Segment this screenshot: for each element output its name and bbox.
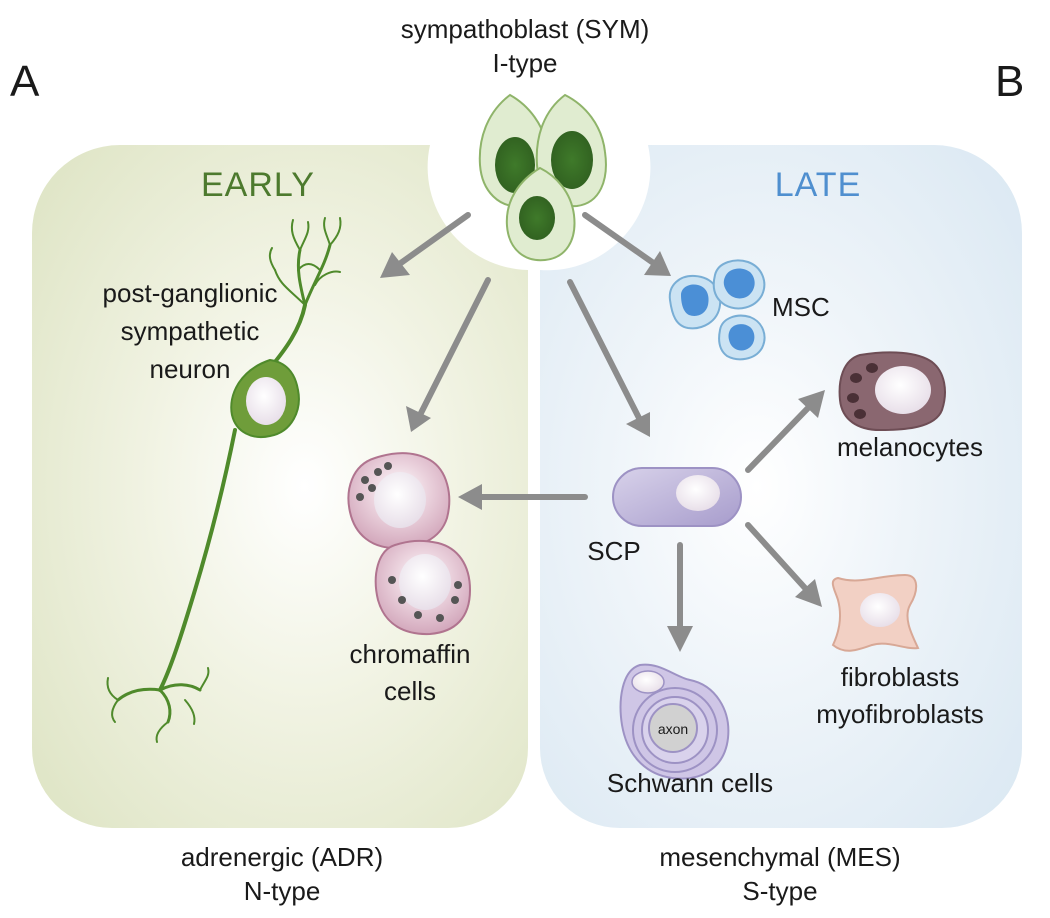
scp-label: SCP [587, 536, 640, 566]
myofibroblasts-label: myofibroblasts [816, 699, 984, 729]
mesenchymal-label: mesenchymal (MES) [659, 842, 900, 872]
neuron-soma [230, 358, 300, 438]
neuron-label-line3: neuron [150, 354, 231, 384]
arrow-sym-to-scp [567, 279, 650, 437]
melanocyte-cell [838, 351, 946, 432]
sympathoblast-label: sympathoblast (SYM) [401, 14, 650, 44]
arrow-scp-to-melanocyte [745, 390, 825, 473]
arrow-sym-to-chromaffin [406, 277, 491, 432]
chromaffin-cells [347, 452, 472, 636]
neuron-label-line2: sympathetic [121, 316, 260, 346]
schwann-cell: axon [619, 663, 730, 780]
sympathoblast-cells [478, 93, 607, 262]
melanocytes-label: melanocytes [837, 432, 983, 462]
scp-cell [612, 467, 742, 527]
panel-b-label: B [995, 57, 1024, 106]
arrow-scp-to-chromaffin [458, 484, 588, 510]
chromaffin-label-line2: cells [384, 676, 436, 706]
msc-label: MSC [772, 292, 830, 322]
arrow-sym-to-msc [582, 212, 671, 276]
neuron-label-line1: post-ganglionic [103, 278, 278, 308]
s-type-label: S-type [742, 876, 817, 906]
i-type-label: I-type [492, 48, 557, 78]
arrow-sym-to-neuron [380, 212, 471, 278]
arrow-scp-to-schwann [667, 542, 693, 652]
late-header: LATE [775, 166, 862, 204]
fibroblasts-label: fibroblasts [841, 662, 960, 692]
arrow-scp-to-fibroblast [745, 522, 822, 607]
sympathetic-neuron [106, 217, 342, 743]
schwann-label: Schwann cells [607, 768, 773, 798]
chromaffin-label-line1: chromaffin [350, 639, 471, 669]
early-header: EARLY [201, 166, 315, 204]
axon-label: axon [658, 721, 688, 737]
late-panel-background [540, 145, 1022, 828]
fibroblast-cell [831, 573, 920, 652]
panel-a-label: A [10, 57, 40, 106]
adrenergic-label: adrenergic (ADR) [181, 842, 383, 872]
n-type-label: N-type [244, 876, 321, 906]
early-panel-background [32, 145, 528, 828]
msc-cells [668, 259, 766, 361]
